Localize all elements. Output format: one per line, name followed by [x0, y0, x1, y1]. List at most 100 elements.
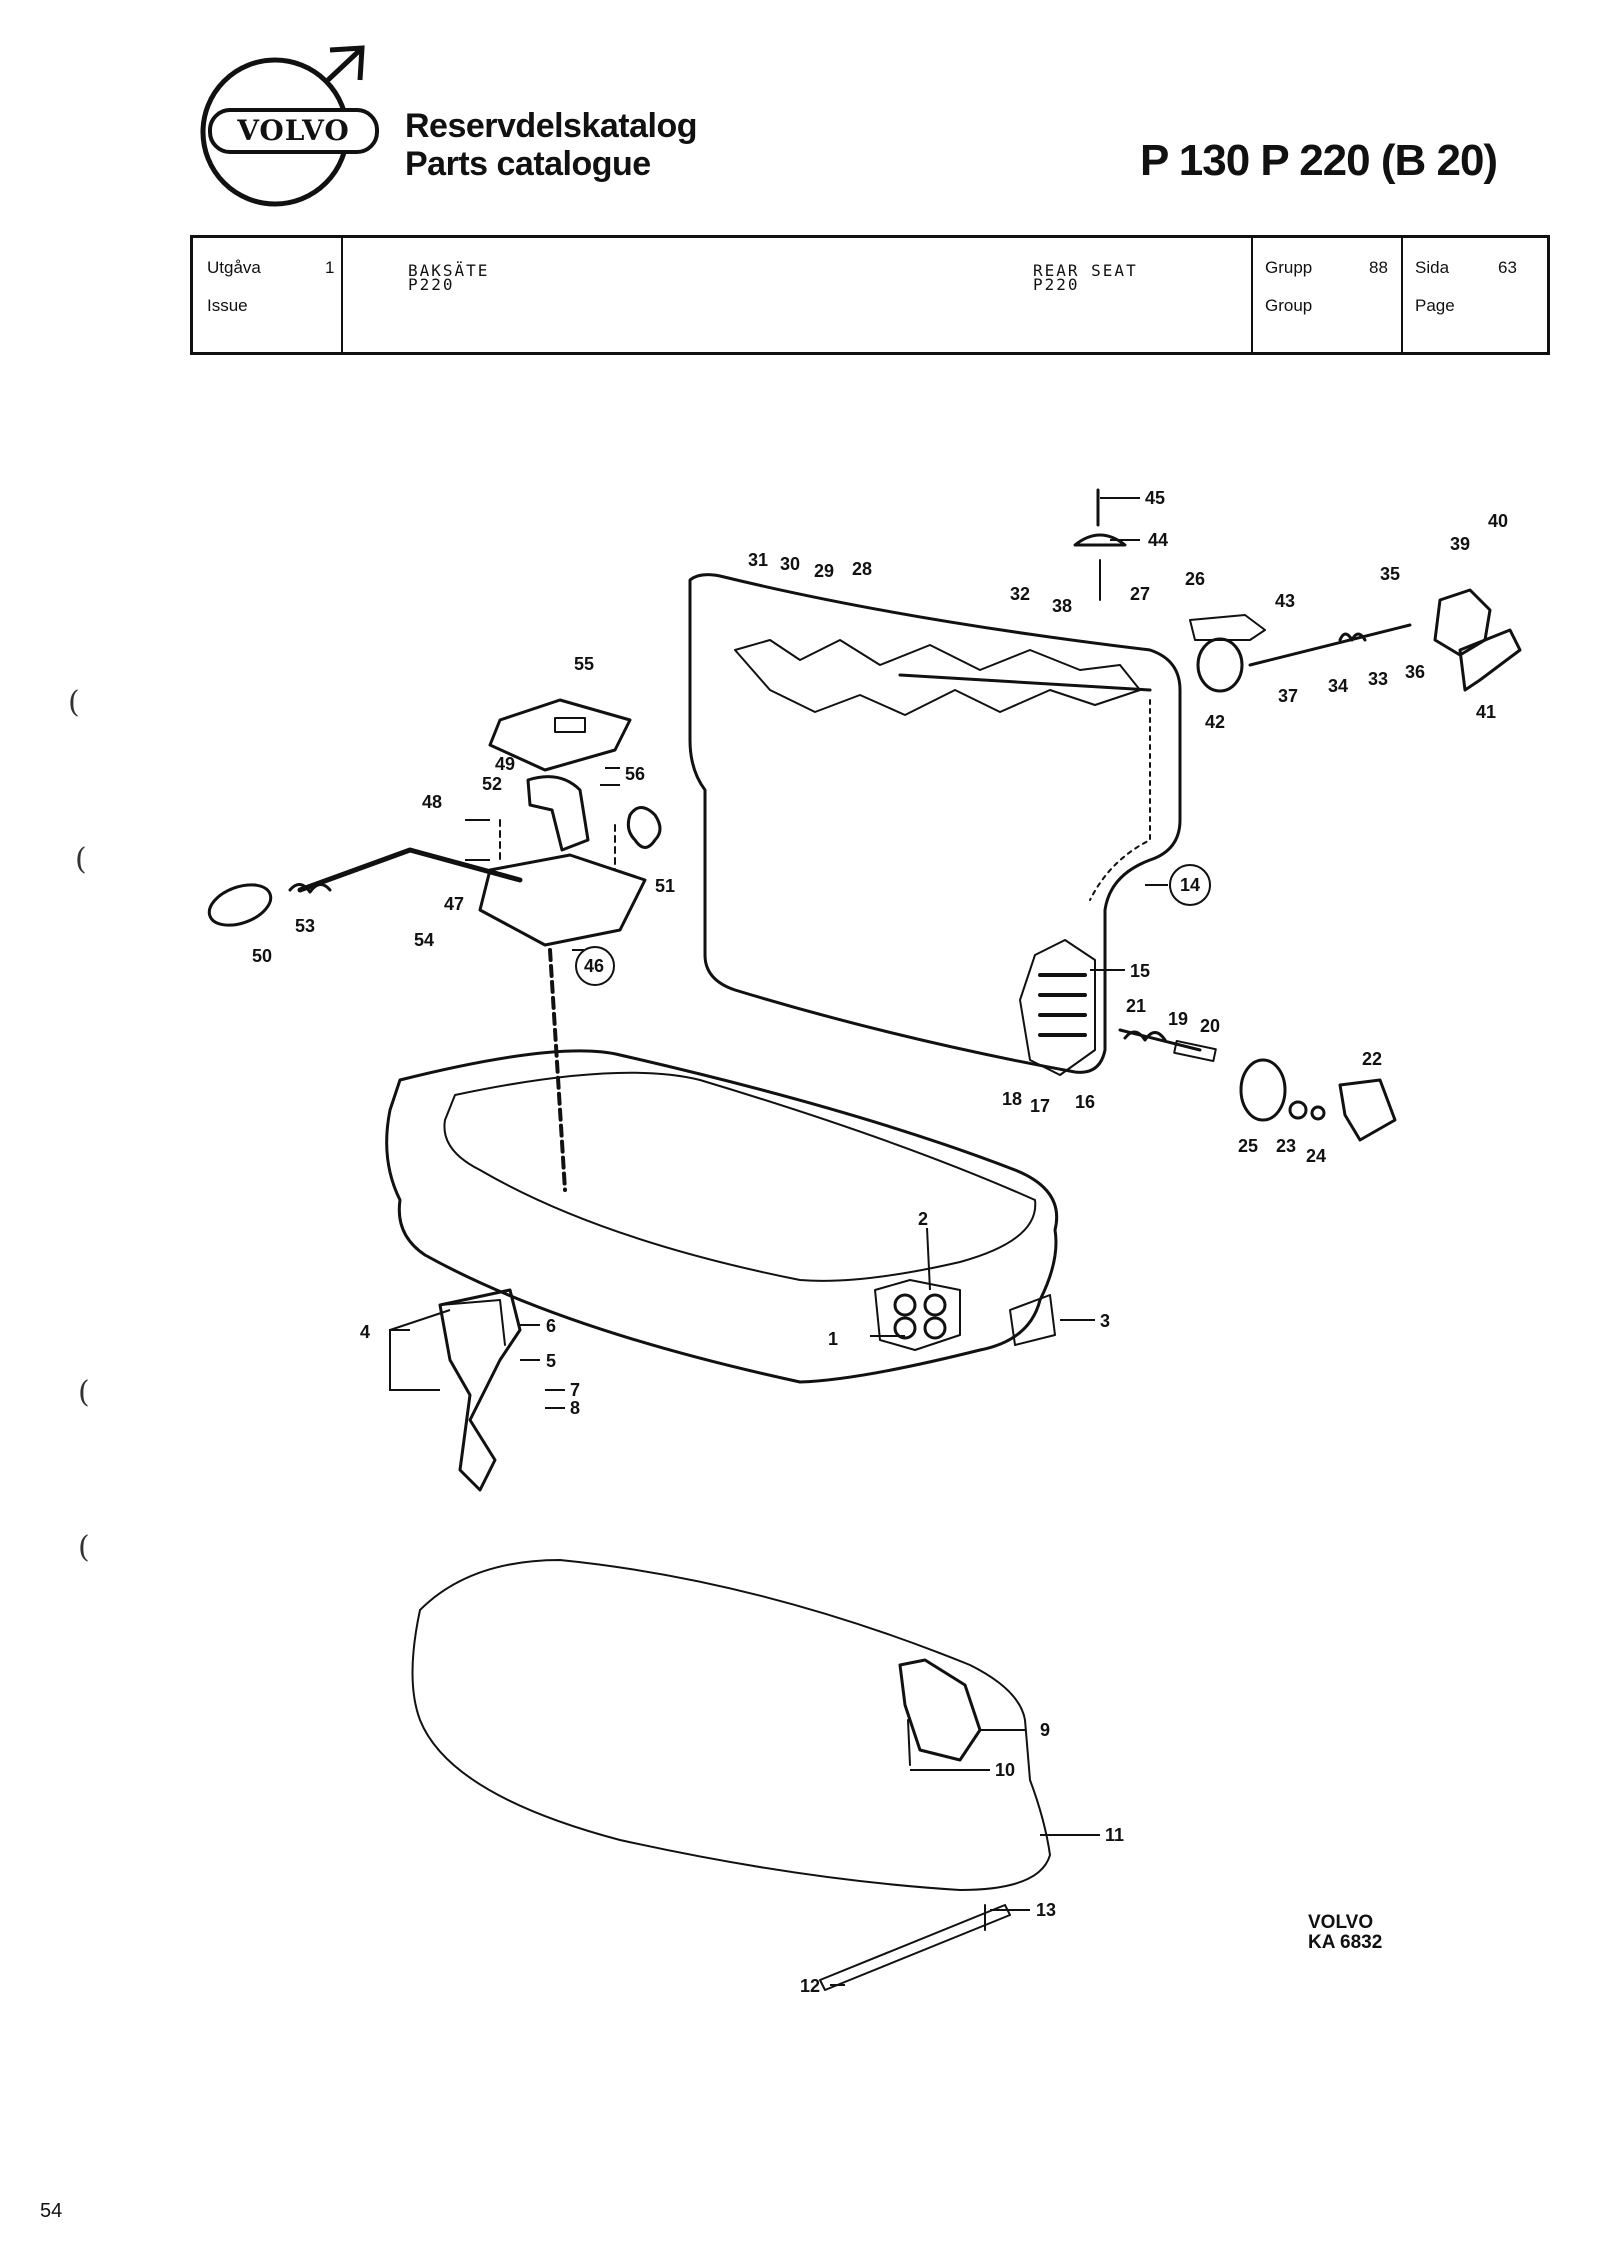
callout-32: 32: [1010, 584, 1030, 604]
callout-10: 10: [995, 1760, 1015, 1780]
callout-13: 13: [1036, 1900, 1056, 1920]
callout-50: 50: [252, 946, 272, 966]
release-rod: [898, 673, 1152, 692]
seat-back-outline: [688, 573, 1182, 1074]
seat-back-cutaway: [734, 639, 1141, 716]
group-cell: Grupp 88 Group: [1253, 238, 1403, 352]
callout-27: 27: [1130, 584, 1150, 604]
margin-mark-3: (: [78, 1375, 90, 1410]
callout-34: 34: [1328, 676, 1348, 696]
margin-mark-1: (: [68, 685, 80, 720]
callout-20: 20: [1200, 1016, 1220, 1036]
callout-19: 19: [1168, 1009, 1188, 1029]
description-en-line1: REAR SEAT: [1033, 261, 1138, 280]
callout-35: 35: [1380, 564, 1400, 584]
model-designation: P 130 P 220 (B 20): [1140, 136, 1498, 185]
lock-spring: [626, 806, 662, 849]
mounting-strip: [819, 1904, 1011, 1991]
catalog-title-english: Parts catalogue: [405, 145, 651, 183]
seat-cushion-outline: [385, 1049, 1059, 1384]
drawing-reference-code: KA 6832: [1308, 1932, 1383, 1953]
page-label-sv: Sida: [1415, 258, 1450, 277]
callout-21: 21: [1126, 996, 1146, 1016]
lock-latch: [526, 775, 590, 852]
callout-41: 41: [1476, 702, 1496, 722]
issue-cell: Utgåva 1 Issue: [193, 238, 343, 352]
callout-56: 56: [625, 764, 645, 784]
hinge-bracket: [438, 1288, 522, 1492]
description-sv-line1: BAKSÄTE: [408, 261, 490, 280]
brand-wordmark: VOLVO: [237, 114, 350, 147]
callout-26: 26: [1185, 569, 1205, 589]
issue-value: 1: [325, 258, 335, 277]
issue-label-en: Issue: [207, 296, 248, 315]
base-bracket: [898, 1658, 982, 1762]
cap: [1073, 533, 1127, 547]
callout-labels: 1 2 3 4 5 6 7 8 9 10 11 12 13 14 15 16 1…: [252, 488, 1508, 1996]
callout-42: 42: [1205, 712, 1225, 732]
drawing-reference: VOLVO KA 6832: [1308, 1913, 1382, 1953]
lock-base-plate: [478, 853, 647, 947]
seat-back-inner-edge: [1089, 699, 1151, 901]
callout-55: 55: [574, 654, 594, 674]
callout-40: 40: [1488, 511, 1508, 531]
callout-49: 49: [495, 754, 515, 774]
callout-22: 22: [1362, 1049, 1382, 1069]
callout-44: 44: [1148, 530, 1168, 550]
callout-54: 54: [414, 930, 434, 950]
callout-18: 18: [1002, 1089, 1022, 1109]
description-cell: BAKSÄTE P220 REAR SEAT P220: [343, 238, 1253, 352]
callout-16: 16: [1075, 1092, 1095, 1112]
callout-37: 37: [1278, 686, 1298, 706]
info-table: Utgåva 1 Issue BAKSÄTE P220 REAR SEAT P2…: [190, 235, 1550, 355]
callout-30: 30: [780, 554, 800, 574]
seat-back-lower-cutaway: [1019, 939, 1096, 1076]
callout-29: 29: [814, 561, 834, 581]
callout-52: 52: [482, 774, 502, 794]
page-number: 54: [40, 2200, 63, 2222]
callout-4: 4: [360, 1322, 370, 1342]
catalog-title-swedish: Reservdelskatalog: [405, 107, 698, 145]
callout-15: 15: [1130, 961, 1150, 981]
callout-38: 38: [1052, 596, 1072, 616]
margin-mark-2: (: [75, 842, 87, 877]
description-en-line2: P220: [1033, 275, 1080, 294]
lock-cover-plate: [488, 698, 632, 772]
catalog-title: Reservdelskatalog Parts catalogue: [405, 107, 698, 183]
callout-14: 14: [1180, 875, 1200, 895]
callout-7: 7: [570, 1380, 580, 1400]
group-label-en: Group: [1265, 296, 1313, 315]
page-cell: Sida 63 Page: [1403, 238, 1547, 352]
callout-9: 9: [1040, 1720, 1050, 1740]
upper-rosette: [1196, 637, 1244, 693]
group-label-sv: Grupp: [1265, 258, 1313, 277]
callout-28: 28: [852, 559, 872, 579]
page-label-en: Page: [1415, 296, 1455, 315]
callout-2: 2: [918, 1209, 928, 1229]
callout-6: 6: [546, 1316, 556, 1336]
callout-23: 23: [1276, 1136, 1296, 1156]
volvo-logo-icon: [200, 45, 379, 207]
seat-cushion-top: [443, 1071, 1037, 1282]
group-value: 88: [1369, 258, 1388, 277]
lock-handle-plate: [1338, 1078, 1397, 1142]
callout-43: 43: [1275, 591, 1295, 611]
callout-36: 36: [1405, 662, 1425, 682]
callout-39: 39: [1450, 534, 1470, 554]
lock-rosette: [1239, 1058, 1287, 1122]
upper-lock-lever: [1458, 628, 1522, 692]
drawing-reference-brand: VOLVO: [1308, 1912, 1374, 1933]
margin-mark-4: (: [78, 1530, 90, 1565]
page-value: 63: [1498, 258, 1517, 277]
callout-33: 33: [1368, 669, 1388, 689]
callout-46: 46: [584, 956, 604, 976]
callout-48: 48: [422, 792, 442, 812]
callout-5: 5: [546, 1351, 556, 1371]
seat-base-panel: [411, 1559, 1051, 1891]
callout-1: 1: [828, 1329, 838, 1349]
callout-3: 3: [1100, 1311, 1110, 1331]
callout-51: 51: [655, 876, 675, 896]
callout-24: 24: [1306, 1146, 1326, 1166]
callout-45: 45: [1145, 488, 1165, 508]
